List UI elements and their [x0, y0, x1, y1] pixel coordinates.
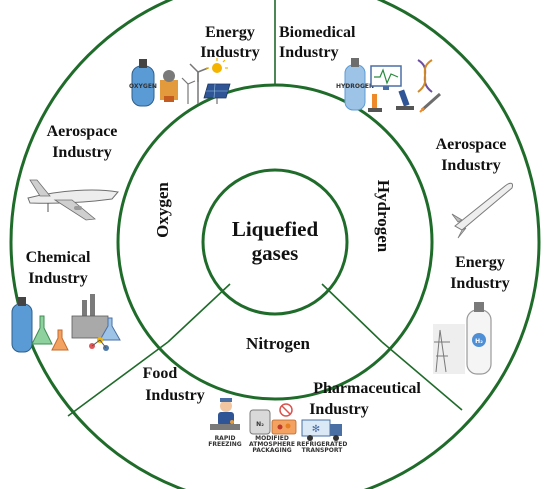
- hydrogen-cylinder-icon: HYDROGEN: [336, 58, 374, 111]
- monitor-icon: [370, 65, 402, 90]
- rapid-freezing-line2: FREEZING: [208, 441, 242, 448]
- energy-oxygen-illustration: OXYGEN: [129, 58, 231, 107]
- food-industry-line2: Industry: [145, 387, 205, 404]
- factory-icon: [160, 70, 178, 102]
- microscope-icon-2: [396, 89, 414, 110]
- flask-icon: [31, 315, 121, 351]
- aerospace-industry-hydrogen-line2: Industry: [441, 157, 501, 174]
- no-sign-icon: [279, 403, 293, 417]
- center-label-line1: Liquefied: [232, 217, 319, 241]
- food-pharma-illustration: RAPID FREEZING N₂ MODIFIED ATMOSPHERE PA…: [208, 398, 347, 454]
- nitrogen-tank-icon: N₂: [249, 409, 271, 435]
- chemical-industry-line2: Industry: [28, 270, 88, 287]
- worker-icon: [210, 398, 240, 430]
- snowflake-icon: ✻: [312, 424, 320, 435]
- airplane-icon: [27, 179, 119, 221]
- divider-inner-right: [321, 283, 383, 343]
- biomedical-illustration: HYDROGEN: [336, 58, 441, 113]
- inner-ring: [201, 168, 349, 316]
- refrigerated-transport-line1: REFRIGERATED: [297, 441, 348, 448]
- food-package-icon: [271, 419, 297, 435]
- factory-icon-2: [71, 294, 109, 339]
- molecule-icon: [89, 337, 109, 351]
- food-industry-line1: Food: [143, 365, 178, 382]
- center-label-line2: gases: [252, 241, 299, 265]
- aerospace-industry-oxygen-line1: Aerospace: [47, 123, 118, 140]
- modified-atmosphere-line3: PACKAGING: [252, 447, 291, 454]
- energy-industry-hydrogen-line1: Energy: [455, 254, 505, 271]
- h2-badge: H₂: [475, 338, 483, 345]
- biomedical-industry-line1: Biomedical: [279, 24, 356, 41]
- n2-badge: N₂: [256, 421, 264, 428]
- rapid-freezing-line1: RAPID: [215, 435, 236, 442]
- energy-industry-oxygen-line2: Industry: [200, 44, 260, 61]
- modified-atmosphere-line2: ATMOSPHERE: [249, 441, 295, 448]
- microscope-icon: [368, 94, 382, 112]
- modified-atmosphere-line1: MODIFIED: [255, 435, 289, 442]
- chemical-industry-line1: Chemical: [26, 249, 91, 266]
- divider-outer-left: [67, 341, 169, 417]
- divider-inner-left: [167, 283, 231, 343]
- hydrogen-label: Hydrogen: [374, 180, 393, 253]
- biomedical-industry-line2: Industry: [279, 44, 339, 61]
- energy-hydrogen-illustration: H₂: [433, 302, 492, 375]
- oxygen-label: Oxygen: [153, 182, 172, 238]
- aerospace-industry-oxygen-line2: Industry: [52, 144, 112, 161]
- oxygen-cylinder-label: OXYGEN: [129, 83, 157, 90]
- rocket-icon: [451, 182, 513, 239]
- divider-outer-right: [381, 341, 463, 411]
- nitrogen-label: Nitrogen: [246, 334, 310, 353]
- sun-icon: [206, 58, 228, 73]
- truck-icon: ✻: [301, 419, 342, 441]
- pharmaceutical-industry-line2: Industry: [309, 401, 369, 418]
- syringe-icon: [419, 92, 441, 113]
- dna-icon: [417, 59, 433, 93]
- energy-industry-oxygen-line1: Energy: [205, 24, 255, 41]
- oxygen-cylinder-icon-2: [11, 297, 33, 353]
- wind-turbine-icon: [181, 63, 209, 104]
- solar-panel-icon: [203, 83, 231, 104]
- hydrogen-cylinder-label: HYDROGEN: [336, 83, 374, 90]
- pharmaceutical-industry-line1: Pharmaceutical: [313, 380, 421, 397]
- outer-ring: [9, 0, 541, 489]
- hydrogen-cylinder-icon-2: H₂: [466, 302, 492, 375]
- energy-industry-hydrogen-line2: Industry: [450, 275, 510, 292]
- aerospace-industry-hydrogen-line1: Aerospace: [436, 136, 507, 153]
- oxygen-cylinder-icon: OXYGEN: [129, 59, 157, 107]
- chemical-illustration: [11, 294, 121, 353]
- refrigerated-transport-line2: TRANSPORT: [302, 447, 344, 454]
- power-tower-icon: [434, 329, 450, 373]
